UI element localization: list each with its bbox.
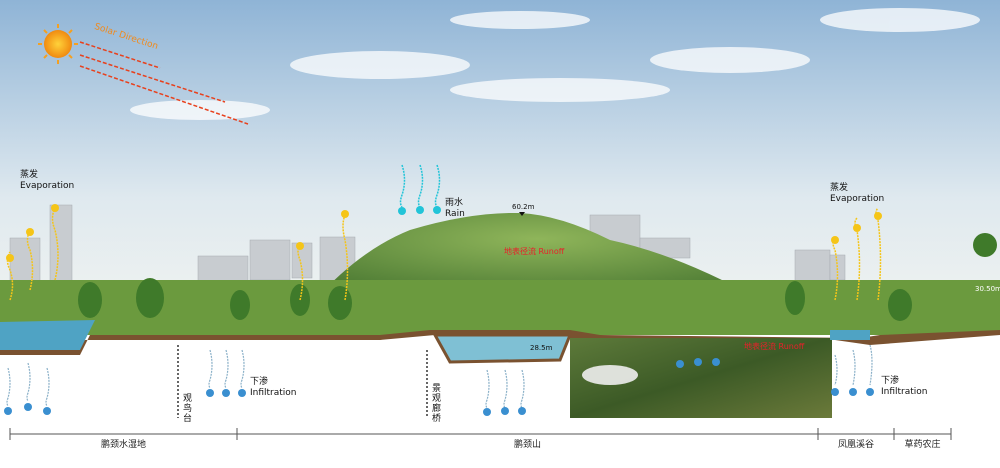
scale-bar <box>9 428 952 440</box>
vegetation-band <box>0 280 1000 335</box>
right-elevation: 30.50m <box>975 285 1000 293</box>
rain-drop-icons <box>398 206 441 215</box>
clouds <box>130 8 980 120</box>
runoff-label-bottom: 地表径流 Runoff <box>744 342 805 351</box>
evaporation-cn: 蒸发 <box>830 183 849 193</box>
hill <box>315 212 760 300</box>
peak-marker-icon <box>519 212 525 216</box>
evaporation-en: Evaporation <box>20 181 75 191</box>
sun-icon <box>38 24 78 64</box>
pond <box>432 333 573 364</box>
evaporation-icons <box>6 204 882 262</box>
rain-en: Rain <box>445 209 465 219</box>
solar-arrows <box>79 41 249 125</box>
zone-herb-farm: 草药农庄 <box>904 440 941 450</box>
evaporation-en: Evaporation <box>830 194 885 204</box>
left-water <box>0 320 95 350</box>
infiltration-icons <box>4 358 874 416</box>
peak-elevation: 60.2m <box>512 203 535 211</box>
rain-arrows <box>399 164 441 208</box>
runoff-label-top: 地表径流 Runoff <box>504 247 565 256</box>
zone-mountain: 鹏颈山 <box>513 440 541 450</box>
feature-markers <box>177 345 428 418</box>
trees <box>78 233 997 321</box>
ground-section <box>0 330 1000 355</box>
zone-valley: 凤凰溪谷 <box>837 440 874 450</box>
infiltration-cn: 下渗 <box>250 377 269 387</box>
evaporation-cn: 蒸发 <box>20 170 39 180</box>
infiltration-en: Infiltration <box>250 388 297 398</box>
infiltration-en: Infiltration <box>881 387 928 397</box>
infiltration-cn: 下渗 <box>881 376 900 386</box>
infiltration-arrows <box>6 344 873 409</box>
bird-platform-label: 观鸟台 <box>181 393 191 423</box>
zone-wetland: 鹏颈水湿地 <box>100 440 146 450</box>
pond-elevation: 28.5m <box>530 344 553 352</box>
bridge-label: 景观廊桥 <box>430 383 440 423</box>
rain-cn: 雨水 <box>445 198 464 208</box>
